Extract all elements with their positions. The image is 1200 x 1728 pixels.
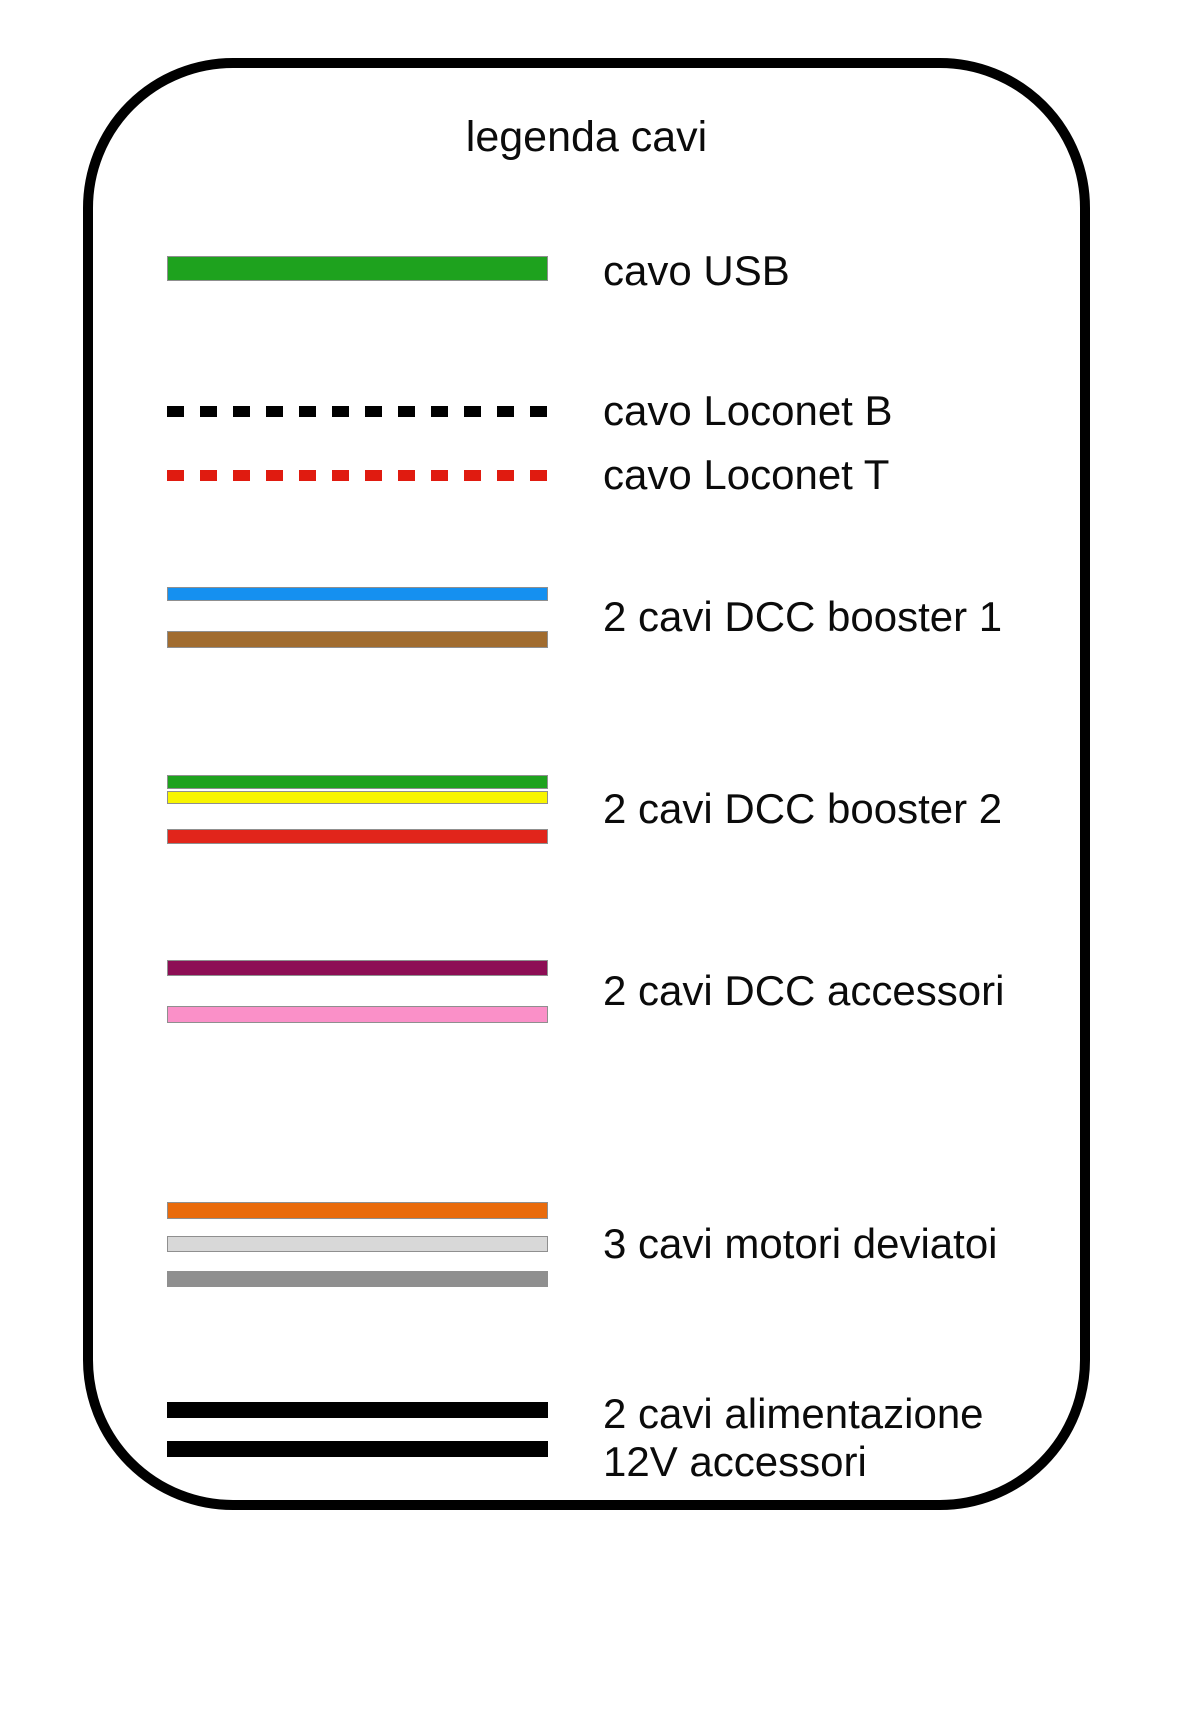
dcc-booster2-label: 2 cavi DCC booster 2 bbox=[603, 785, 1003, 832]
motori-deviatoi-label: 3 cavi motori deviatoi bbox=[603, 1220, 998, 1267]
alimentazione-12v-label: 2 cavi alimentazione 12V accessori bbox=[603, 1390, 984, 1486]
motori-deviatoi-lightgray-swatch bbox=[167, 1236, 548, 1252]
dcc-booster1-label: 2 cavi DCC booster 1 bbox=[603, 593, 1003, 640]
dcc-booster2-yellow-swatch bbox=[167, 791, 548, 804]
motori-deviatoi-orange-swatch bbox=[167, 1202, 548, 1219]
dcc-accessori-pink-swatch bbox=[167, 1006, 548, 1023]
usb-cable-label: cavo USB bbox=[603, 247, 790, 294]
loconet-t-cable-swatch bbox=[167, 470, 548, 481]
dcc-accessori-magenta-swatch bbox=[167, 960, 548, 976]
dcc-booster1-brown-swatch bbox=[167, 631, 548, 648]
alimentazione-12v-label-line2: 12V accessori bbox=[603, 1438, 867, 1485]
motori-deviatoi-gray-swatch bbox=[167, 1271, 548, 1287]
alimentazione-12v-swatch-1 bbox=[167, 1402, 548, 1418]
loconet-b-cable-swatch bbox=[167, 406, 548, 417]
dcc-booster1-blue-swatch bbox=[167, 587, 548, 601]
usb-cable-swatch bbox=[167, 256, 548, 281]
dcc-booster2-red-swatch bbox=[167, 829, 548, 844]
legend-frame bbox=[83, 58, 1090, 1510]
dcc-booster2-green-swatch bbox=[167, 775, 548, 789]
loconet-t-cable-label: cavo Loconet T bbox=[603, 451, 890, 498]
legend-title: legenda cavi bbox=[465, 113, 708, 161]
loconet-b-cable-label: cavo Loconet B bbox=[603, 387, 893, 434]
alimentazione-12v-swatch-2 bbox=[167, 1441, 548, 1457]
dcc-accessori-label: 2 cavi DCC accessori bbox=[603, 967, 1005, 1014]
alimentazione-12v-label-line1: 2 cavi alimentazione bbox=[603, 1390, 984, 1437]
